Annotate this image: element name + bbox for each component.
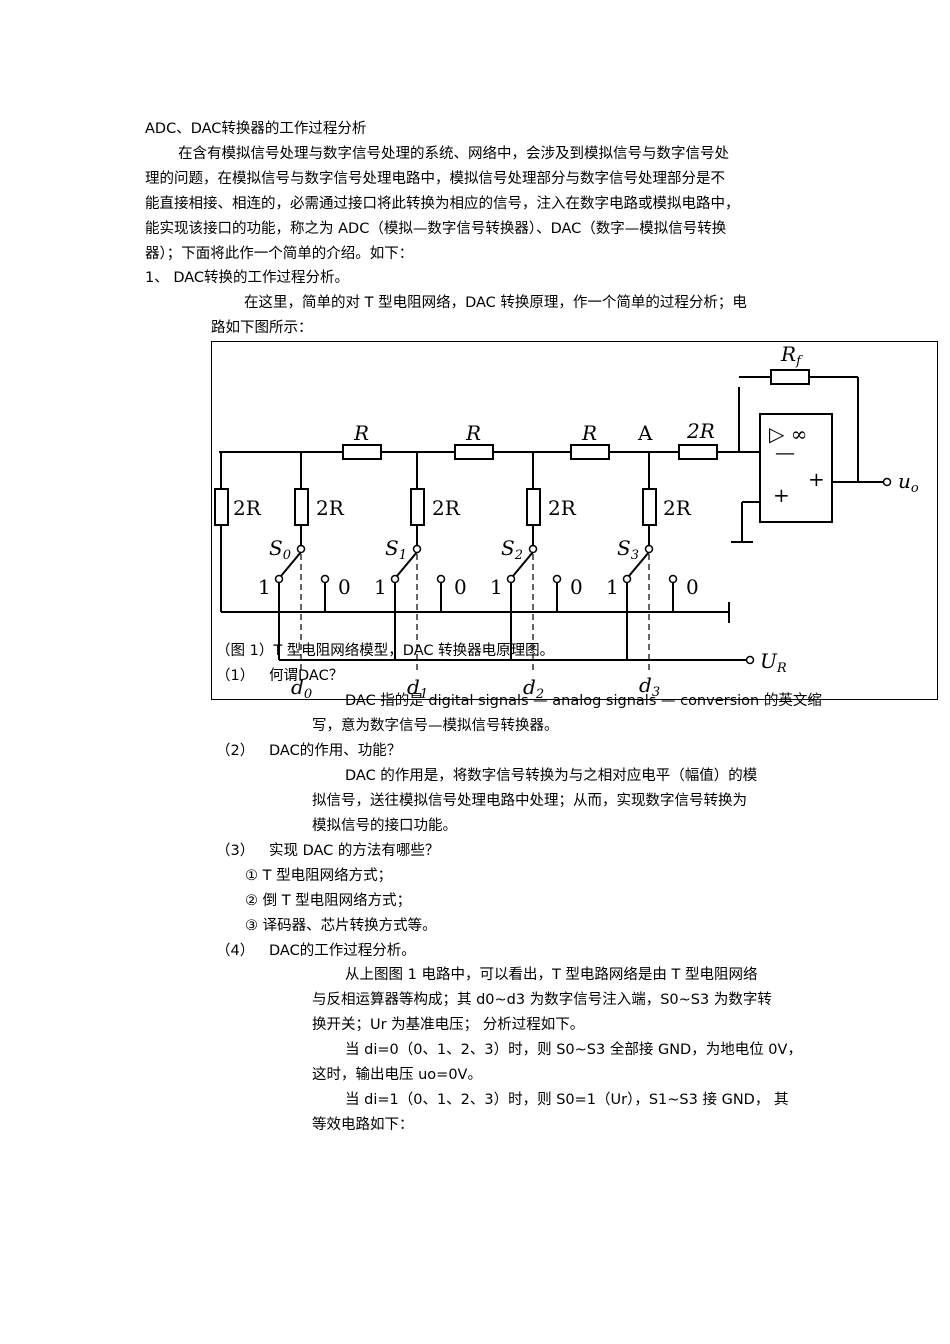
node-a-label: A — [637, 421, 653, 445]
last-resistor-label: 2R — [686, 419, 715, 443]
opamp-minus-sign: — — [775, 440, 795, 464]
q1-number: （1） — [216, 668, 255, 684]
switch-pos-zero: 0 — [338, 575, 351, 599]
q4-line: 等效电路如下： — [312, 1117, 414, 1133]
switch-pos-zero: 0 — [686, 575, 699, 599]
q1-title: 何谓DAC？ — [269, 668, 344, 684]
switch-pos-one: 1 — [606, 575, 619, 599]
opamp-symbol: ▷ ∞ — [769, 422, 807, 446]
figure-caption: （图 1）T 型电阻网络模型，DAC 转换器电原理图。 — [216, 643, 555, 659]
intro-line: 在含有模拟信号处理与数字信号处理的系统、网络中，会涉及到模拟信号与数字信号处 — [178, 146, 729, 162]
series-resistor-label: R — [353, 421, 369, 445]
q2-line: 模拟信号的接口功能。 — [312, 818, 457, 834]
q4-line: 当 di=1（0、1、2、3）时，则 S0=1（Ur），S1~S3 接 GND，… — [345, 1092, 789, 1108]
q4-line: 换开关；Ur 为基准电压； 分析过程如下。 — [312, 1017, 585, 1033]
switch-label: S3 — [617, 536, 639, 563]
t-network-dac-circuit: Rf R R R A 2R 2R 2R 2R 2R 2R S0 S1 S2 S3… — [211, 341, 938, 700]
opamp-plus-sign: + — [808, 467, 825, 491]
shunt-resistor-label: 2R — [316, 496, 345, 520]
switch-pos-one: 1 — [374, 575, 387, 599]
q4-line: 与反相运算器等构成；其 d0~d3 为数字信号注入端，S0~S3 为数字转 — [312, 992, 772, 1008]
intro-line: 理的问题，在模拟信号与数字信号处理电路中，模拟信号处理部分与数字信号处理部分是不 — [145, 171, 725, 187]
q3-title: 实现 DAC 的方法有哪些？ — [269, 843, 440, 859]
q4-line: 这时，输出电压 uo=0V。 — [312, 1067, 482, 1083]
q1-line: 写，意为数字信号—模拟信号转换器。 — [312, 718, 559, 734]
q1-line: DAC 指的是 digital signals — analog signals… — [345, 693, 822, 709]
switch-pos-zero: 0 — [454, 575, 467, 599]
doc-title: ADC、DAC转换器的工作过程分析 — [145, 121, 367, 137]
section1-line: 路如下图所示： — [211, 320, 313, 336]
shunt-resistor-label: 2R — [548, 496, 577, 520]
q4-line: 当 di=0（0、1、2、3）时，则 S0~S3 全部接 GND，为地电位 0V… — [345, 1042, 802, 1058]
switch-pos-one: 1 — [490, 575, 503, 599]
digit-input-label: d0 — [291, 675, 312, 699]
opamp-plus-sign: + — [773, 483, 790, 507]
switch-label: S0 — [269, 536, 291, 563]
q2-title: DAC的作用、功能？ — [269, 743, 402, 759]
q3-number: （3） — [216, 843, 255, 859]
digit-input-label: d1 — [407, 675, 428, 699]
q3-list-item: ① T 型电阻网络方式； — [245, 868, 393, 884]
q4-number: （4） — [216, 943, 255, 959]
q4-title: DAC的工作过程分析。 — [269, 943, 416, 959]
q2-line: 拟信号，送往模拟信号处理电路中处理；从而，实现数字信号转换为 — [312, 793, 747, 809]
q2-line: DAC 的作用是，将数字信号转换为与之相对应电平（幅值）的模 — [345, 768, 758, 784]
q2-number: （2） — [216, 743, 255, 759]
digit-input-label: d3 — [639, 673, 660, 699]
digit-input-label: d2 — [523, 675, 544, 699]
section1-line: 在这里，简单的对 T 型电阻网络，DAC 转换原理，作一个简单的过程分析；电 — [244, 295, 747, 311]
series-resistor-label: R — [465, 421, 481, 445]
output-voltage-label: uo — [898, 469, 919, 496]
q4-line: 从上图图 1 电路中，可以看出，T 型电路网络是由 T 型电阻网络 — [345, 967, 758, 983]
rf-label: Rf — [780, 342, 803, 369]
intro-line: 能实现该接口的功能，称之为 ADC（模拟—数字信号转换器）、DAC（数字—模拟信… — [145, 221, 727, 237]
switch-pos-one: 1 — [258, 575, 271, 599]
intro-line: 能直接相接、相连的，必需通过接口将此转换为相应的信号，注入在数字电路或模拟电路中… — [145, 196, 740, 212]
intro-line: 器）；下面将此作一个简单的介绍。如下： — [145, 246, 414, 262]
switch-pos-zero: 0 — [570, 575, 583, 599]
shunt-resistor-label: 2R — [233, 496, 262, 520]
q3-list-item: ③ 译码器、芯片转换方式等。 — [245, 918, 437, 934]
switch-label: S2 — [501, 536, 523, 563]
reference-voltage-label: UR — [760, 649, 787, 676]
switch-label: S1 — [385, 536, 407, 563]
shunt-resistor-label: 2R — [432, 496, 461, 520]
q3-list-item: ② 倒 T 型电阻网络方式； — [245, 893, 412, 909]
shunt-resistor-label: 2R — [663, 496, 692, 520]
section1-heading: 1、 DAC转换的工作过程分析。 — [145, 270, 350, 286]
series-resistor-label: R — [581, 421, 597, 445]
